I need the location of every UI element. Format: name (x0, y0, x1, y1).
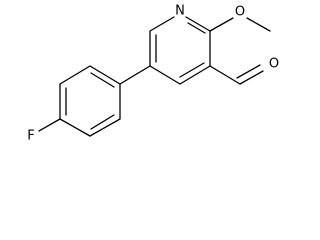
bond-p5-p6 (89, 118, 121, 137)
fluorophenyl-ring (59, 65, 121, 137)
bond-p1-p2 (89, 65, 121, 85)
aldehyde-group (209, 64, 264, 85)
bond-p1-p2-double (90, 72, 115, 88)
bond-n1-c2 (185, 16, 211, 32)
bond-n1-c2-double (187, 22, 206, 34)
methoxy-group (209, 17, 271, 32)
bond-c3-cho (209, 65, 241, 85)
pyridine-ring (149, 16, 211, 85)
atom-label-fluorine: F (27, 129, 34, 144)
molecule-structure: N O O F (27, 4, 279, 144)
bond-p5-p6-double (90, 114, 115, 130)
bond-biaryl (119, 65, 151, 85)
atom-label-nitrogen: N (175, 4, 185, 19)
bond-c-f (38, 118, 61, 132)
bond-o-ch3 (246, 17, 271, 32)
bond-c4-c5 (149, 65, 181, 85)
bond-c2-o (209, 17, 234, 32)
bond-c3-c4 (179, 65, 211, 85)
bond-c-o-double-b (236, 64, 261, 79)
bond-c-o-double-a (239, 70, 264, 85)
bond-p2-p3 (59, 65, 91, 85)
bond-p4-p5 (59, 118, 91, 137)
bond-c6-n1 (149, 16, 175, 32)
atom-label-aldehyde-oxygen: O (269, 57, 279, 72)
atom-label-methoxy-oxygen: O (235, 5, 245, 20)
bond-c3-c4-double (179, 62, 205, 78)
